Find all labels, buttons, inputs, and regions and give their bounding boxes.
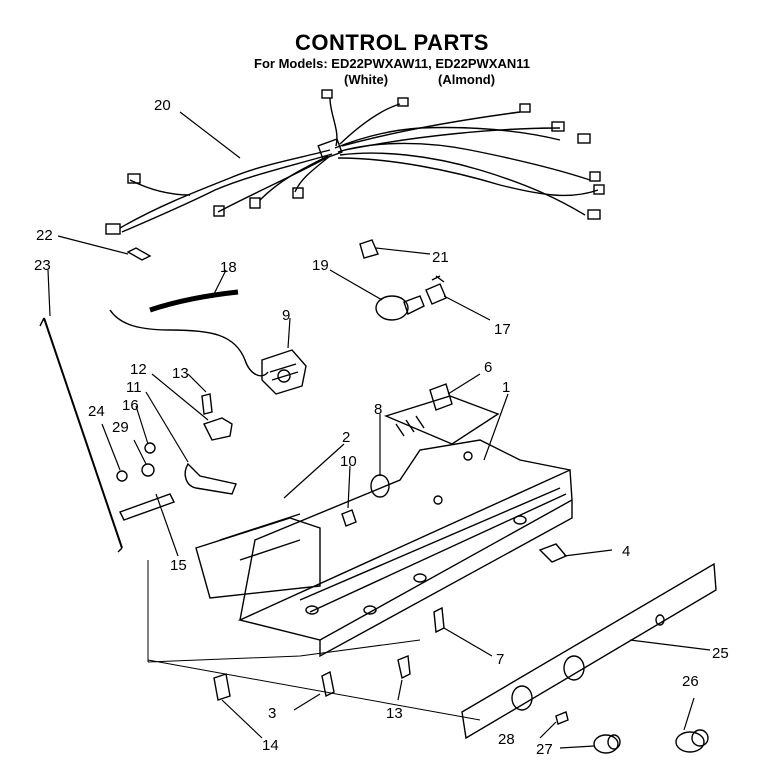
part-18-tube <box>149 289 239 313</box>
part-23-rod <box>43 317 123 549</box>
part-4-clip <box>538 543 568 563</box>
callout-3: 3 <box>268 705 276 722</box>
part-13-screw-lower <box>397 655 411 680</box>
part-12-bracket <box>203 417 233 441</box>
callout-1: 1 <box>502 379 510 396</box>
callout-13-lower: 13 <box>386 705 403 722</box>
part-28-spacer <box>555 711 569 725</box>
part-29-washer <box>141 463 155 477</box>
callout-9: 9 <box>282 307 290 324</box>
leader-lines <box>47 111 711 749</box>
part-22-clip <box>126 247 152 261</box>
callout-8: 8 <box>374 401 382 418</box>
part-2-bracket <box>195 517 321 599</box>
variant-almond: (Almond) <box>438 72 496 87</box>
callout-27: 27 <box>536 741 553 758</box>
page-title: CONTROL PARTS <box>295 30 489 55</box>
part-11-cam <box>184 462 237 495</box>
callout-labels: 20 22 21 23 18 19 17 9 12 13 11 6 1 16 2… <box>34 97 729 758</box>
callout-15: 15 <box>170 557 187 574</box>
callout-24: 24 <box>88 403 105 420</box>
models-subtitle: For Models: ED22PWXAW11, ED22PWXAN11 <box>254 56 530 71</box>
callout-21: 21 <box>432 249 449 266</box>
callout-17: 17 <box>494 321 511 338</box>
part-24-washer <box>116 470 128 482</box>
part-14-clip <box>213 673 231 701</box>
wiring-harness <box>105 89 605 235</box>
part-15-link <box>119 493 175 521</box>
callout-28: 28 <box>498 731 515 748</box>
part-13-screw <box>201 393 213 415</box>
capillary-line <box>109 309 269 377</box>
callout-14: 14 <box>262 737 279 754</box>
callout-6: 6 <box>484 359 492 376</box>
callout-18: 18 <box>220 259 237 276</box>
part-6-board <box>383 395 500 445</box>
callout-22: 22 <box>36 227 53 244</box>
part-19-bulb <box>375 295 409 321</box>
callout-25: 25 <box>712 645 729 662</box>
variant-white: (White) <box>344 72 389 87</box>
part-27-knob <box>593 734 621 754</box>
part-16-pin <box>144 442 156 454</box>
callout-11: 11 <box>126 379 142 396</box>
part-1-housing <box>237 439 573 658</box>
part-9-thermostat <box>261 349 307 395</box>
callout-12: 12 <box>130 361 147 378</box>
part-17-socket <box>425 275 447 305</box>
callout-23: 23 <box>34 257 51 274</box>
part-26-knob <box>675 729 709 753</box>
callout-13: 13 <box>172 365 189 382</box>
part-25-panel <box>461 562 717 740</box>
callout-7: 7 <box>496 651 504 668</box>
callout-4: 4 <box>622 543 630 560</box>
part-21-clip <box>359 239 379 259</box>
callout-2: 2 <box>342 429 350 446</box>
part-7-screw <box>433 606 445 634</box>
callout-19: 19 <box>312 257 329 274</box>
part-3-screw <box>321 670 335 698</box>
callout-16: 16 <box>122 397 139 414</box>
callout-20: 20 <box>154 97 171 114</box>
callout-29: 29 <box>112 419 129 436</box>
callout-26: 26 <box>682 673 699 690</box>
callout-10: 10 <box>340 453 357 470</box>
part-10-screw <box>341 509 357 527</box>
